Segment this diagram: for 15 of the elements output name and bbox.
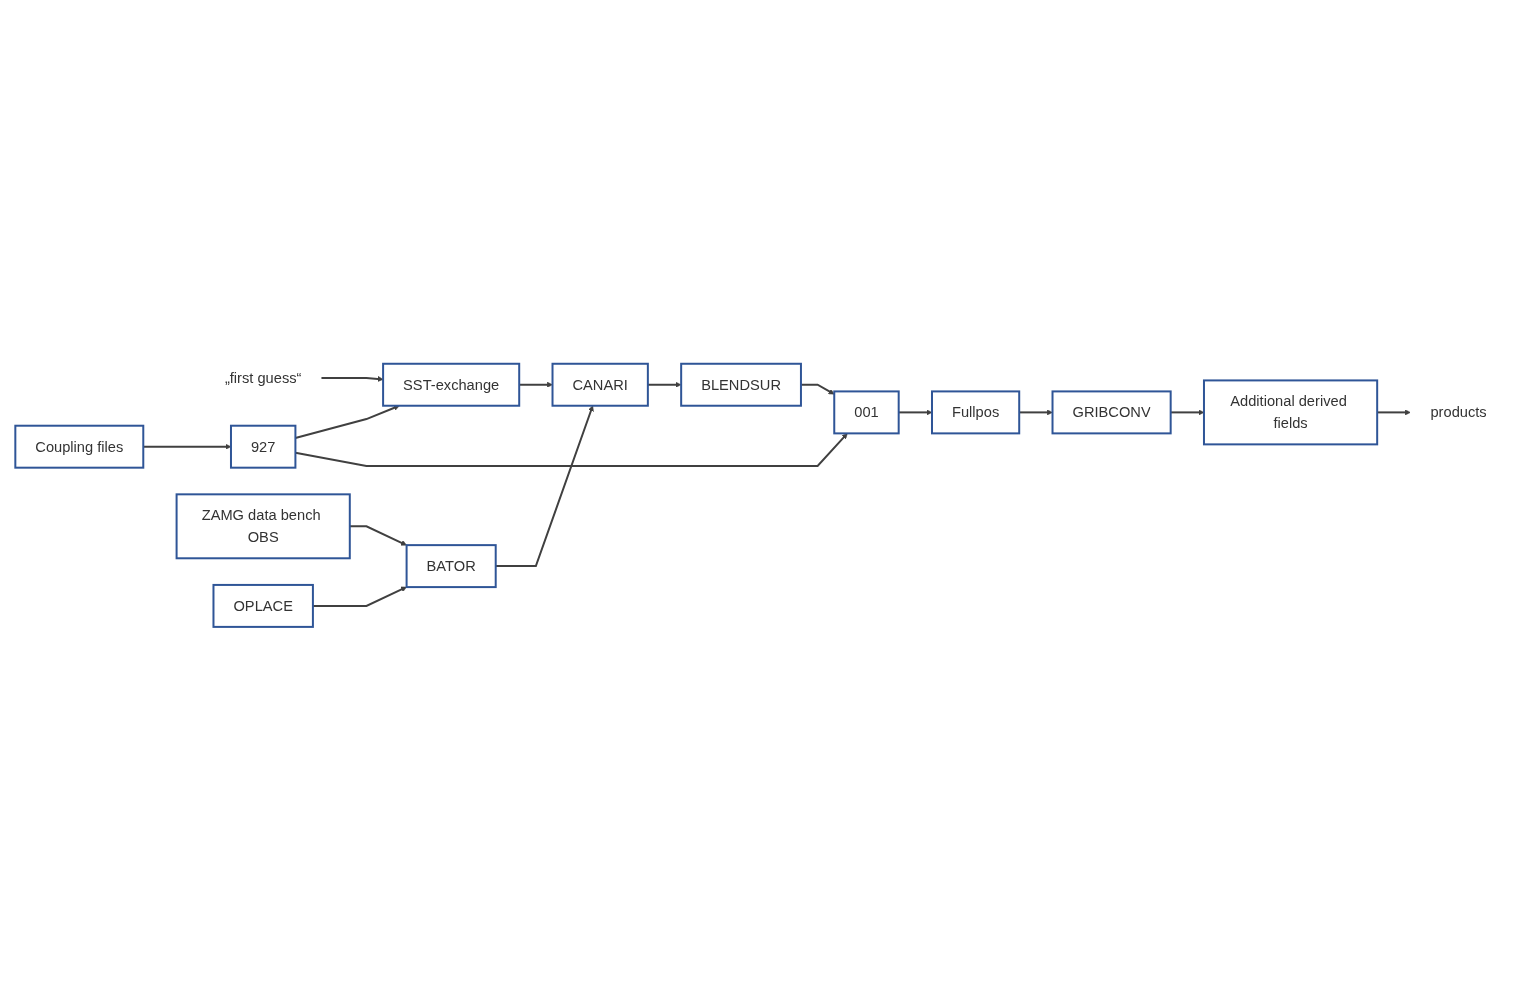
arrow: [320, 376, 384, 382]
node-box: 001: [833, 390, 900, 435]
node-box: SST-exchange: [382, 362, 521, 407]
node-box: OPLACE: [212, 583, 314, 628]
node-box: BLENDSUR: [680, 362, 802, 407]
node-text: products: [1430, 404, 1487, 421]
node-box: 927: [230, 424, 297, 469]
node-box: ZAMG data bench OBS: [175, 493, 351, 560]
node-box: Additional derived fields: [1202, 379, 1379, 446]
node-box: BATOR: [405, 544, 497, 589]
node-box: CANARI: [551, 362, 649, 407]
node-box: GRIBCONV: [1051, 390, 1172, 435]
node-text: „first guess“: [224, 369, 302, 387]
node-box: Coupling files: [14, 424, 145, 469]
node-box: Fullpos: [931, 390, 1021, 435]
